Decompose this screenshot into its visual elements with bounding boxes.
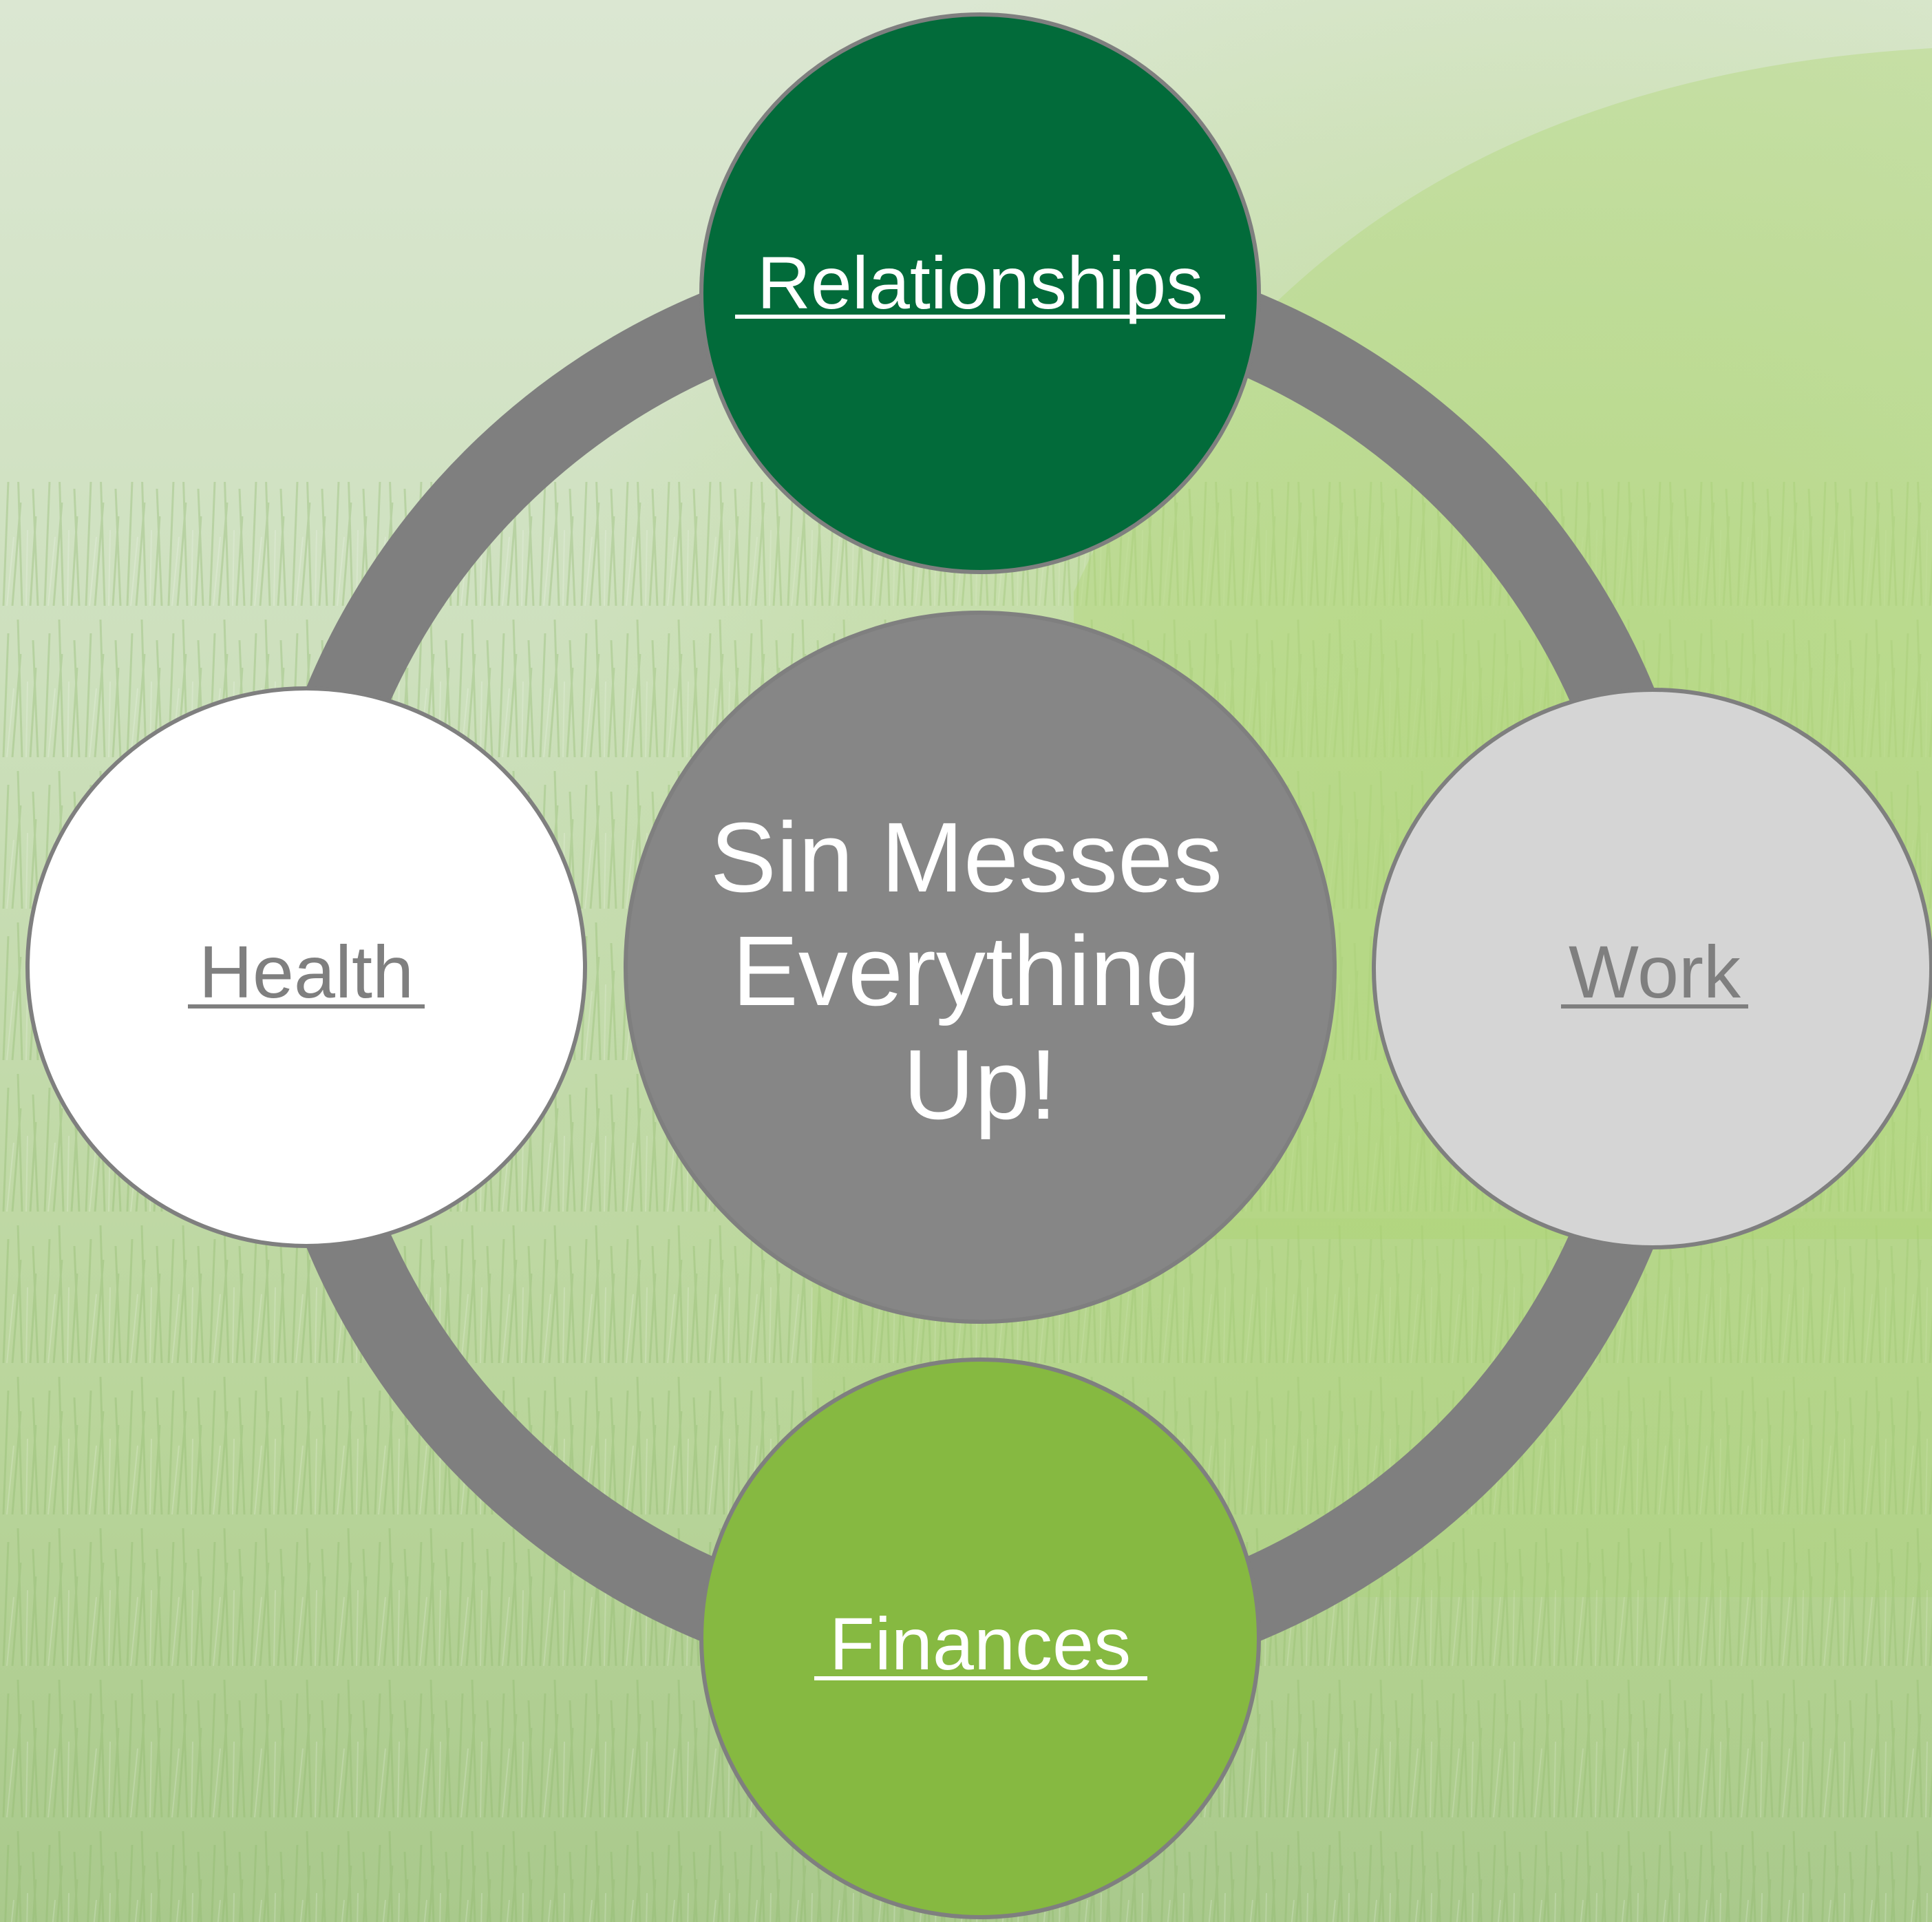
center-circle bbox=[624, 611, 1337, 1324]
node-health-circle[interactable] bbox=[25, 686, 587, 1248]
node-work[interactable]: Work bbox=[1372, 688, 1932, 1249]
node-finances-link[interactable]: Finances bbox=[829, 1602, 1131, 1685]
center-hub: Sin Messes Everything Up! bbox=[624, 611, 1337, 1324]
node-finances-circle[interactable] bbox=[699, 1358, 1261, 1919]
center-line-1: Sin Messes bbox=[710, 802, 1222, 913]
node-work-circle[interactable] bbox=[1372, 688, 1932, 1249]
node-relationships-link[interactable]: Relationships bbox=[757, 241, 1203, 324]
node-relationships[interactable]: Relationships bbox=[699, 12, 1261, 574]
node-health[interactable]: Health bbox=[25, 686, 587, 1248]
center-line-2: Everything bbox=[732, 916, 1200, 1026]
center-label: Sin Messes Everything Up! bbox=[710, 802, 1250, 1140]
node-relationships-circle[interactable] bbox=[699, 12, 1261, 574]
node-finances[interactable]: Finances bbox=[699, 1358, 1261, 1919]
node-work-link[interactable]: Work bbox=[1569, 930, 1741, 1013]
center-line-3: Up! bbox=[903, 1029, 1057, 1140]
node-health-link[interactable]: Health bbox=[199, 930, 414, 1013]
